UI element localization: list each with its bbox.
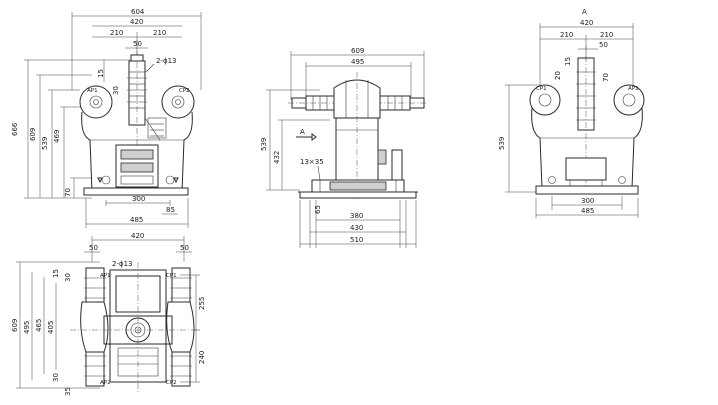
dim-210-rear-right: 210 [600, 31, 613, 39]
dim-539-rear: 539 [498, 137, 506, 150]
dim-495-side: 495 [351, 58, 364, 66]
dim-15-rear: 15 [564, 57, 572, 66]
dim-465-top: 465 [35, 319, 43, 332]
dim-539: 539 [41, 137, 49, 150]
dim-420-rear: 420 [580, 19, 593, 27]
dim-65: 65 [314, 205, 322, 214]
label-ap1-top: AP1 [100, 273, 111, 279]
dim-609-top: 609 [11, 319, 19, 332]
front-view: 604 420 210 210 50 2-ϕ13 666 609 539 469… [11, 8, 202, 228]
dim-432-side: 432 [273, 151, 281, 164]
dim-210-right: 210 [153, 29, 166, 37]
rear-view: A 420 210 210 50 15 20 70 539 CP1 AP1 [498, 8, 645, 218]
dim-485: 485 [130, 216, 143, 224]
label-cp1-top: CP1 [166, 273, 177, 279]
slot-13x35: 13×35 [300, 158, 324, 166]
dim-50-top-right: 50 [180, 244, 189, 252]
dim-255-top: 255 [198, 297, 206, 310]
dim-35-bottom: 35 [64, 387, 72, 396]
dim-15-top: 15 [52, 269, 60, 278]
dim-300-rear: 300 [581, 197, 594, 205]
dim-70-rear: 70 [602, 73, 610, 82]
mount-hole-label: 2-ϕ13 [156, 57, 177, 65]
dim-539-side: 539 [260, 138, 268, 151]
dim-30-top: 30 [64, 273, 72, 282]
dim-85: 85 [166, 206, 175, 214]
dim-510: 510 [350, 236, 363, 244]
dim-30: 30 [112, 86, 120, 95]
dim-469: 469 [53, 130, 61, 143]
label-cp2-top: CP2 [166, 380, 177, 386]
dim-300: 300 [132, 195, 145, 203]
dim-405-top: 405 [47, 321, 55, 334]
dim-380: 380 [350, 212, 363, 220]
dim-50-rear: 50 [599, 41, 608, 49]
label-a: A [582, 8, 587, 16]
dim-20-rear: 20 [554, 71, 562, 80]
dim-495-top: 495 [23, 321, 31, 334]
dim-609-side: 609 [351, 47, 364, 55]
label-ap2-top: AP2 [100, 380, 111, 386]
dim-420: 420 [130, 18, 143, 26]
label-cp2: CP2 [179, 88, 190, 94]
label-ap1-rear: AP1 [628, 86, 639, 92]
mount-hole-label-top: 2-ϕ13 [112, 260, 133, 268]
section-marker-a: A [300, 128, 305, 136]
dim-420-top: 420 [131, 232, 144, 240]
side-view: 609 495 539 432 A [260, 47, 428, 248]
dim-609: 609 [29, 128, 37, 141]
label-ap1: AP1 [87, 88, 98, 94]
dim-604: 604 [131, 8, 145, 16]
top-view: 420 50 50 2-ϕ13 609 495 465 405 15 30 30… [11, 232, 206, 396]
dim-240-top: 240 [198, 351, 206, 364]
label-cp1-rear: CP1 [536, 86, 547, 92]
dim-30-bottom: 30 [52, 373, 60, 382]
dim-666: 666 [11, 122, 19, 136]
dim-50: 50 [133, 40, 142, 48]
dim-15: 15 [97, 69, 105, 78]
dim-50-top-left: 50 [89, 244, 98, 252]
dim-210-rear-left: 210 [560, 31, 573, 39]
dim-210-left: 210 [110, 29, 123, 37]
dim-430: 430 [350, 224, 363, 232]
dim-70: 70 [64, 188, 72, 197]
dim-485-rear: 485 [581, 207, 594, 215]
